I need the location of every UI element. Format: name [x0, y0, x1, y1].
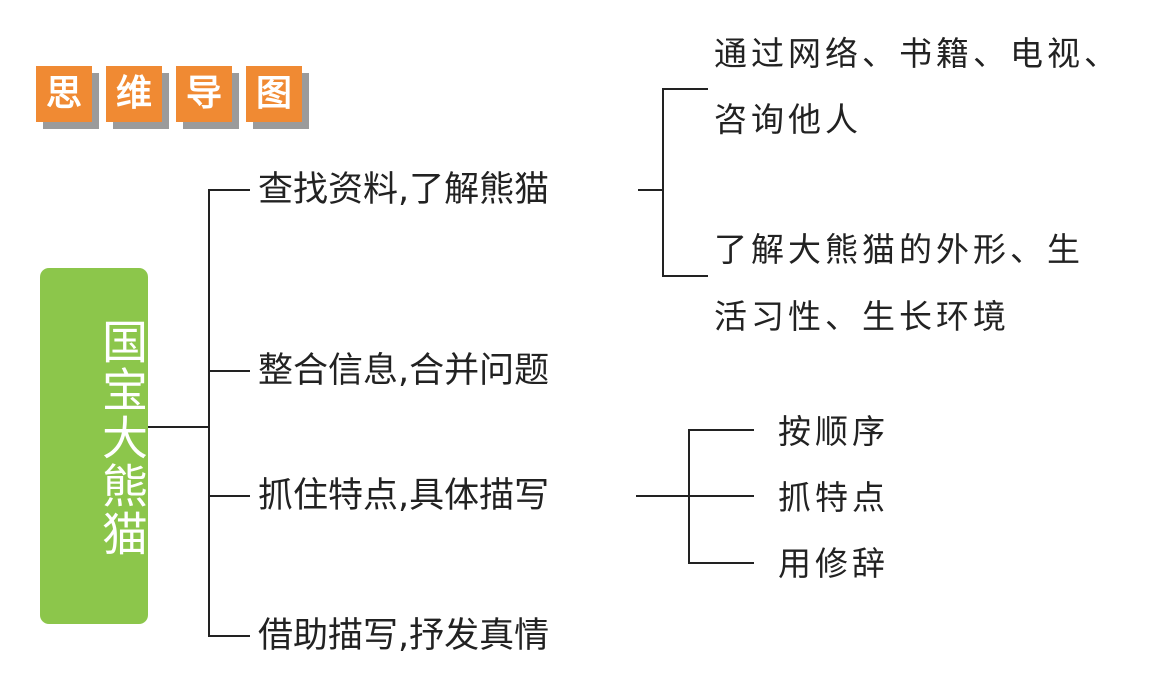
- root-label: 国宝大熊猫: [95, 318, 149, 558]
- branch-3-leaf-3: 用修辞: [778, 544, 889, 583]
- title-tile-3: 导: [176, 66, 232, 122]
- branch-1-leaf-1-line-2: 咨询他人: [714, 100, 862, 139]
- root-node: 国宝大熊猫: [40, 268, 149, 624]
- branch-3-out-connector: [636, 495, 690, 497]
- branch-4-connector: [208, 635, 250, 637]
- title-tile-1: 思: [36, 66, 92, 122]
- branch-1-leaf-2-line-1: 了解大熊猫的外形、生: [714, 230, 1084, 269]
- branch-1-connector: [208, 189, 250, 191]
- branch-1-out-connector: [638, 189, 664, 191]
- branch-2-connector: [208, 370, 250, 372]
- branch-3-label: 抓住特点,具体描写: [258, 476, 550, 516]
- branch-1-label: 查找资料,了解熊猫: [258, 170, 550, 210]
- branch-1-leaf-2-line-2: 活习性、生长环境: [714, 297, 1010, 336]
- branch-3-leaf-1: 按顺序: [778, 412, 889, 451]
- branch-3-sub-3-connector: [688, 562, 754, 564]
- branch-3-sub-1-connector: [688, 429, 754, 431]
- branch-3-connector: [208, 495, 250, 497]
- branch-1-leaf-1-line-1: 通过网络、书籍、电视、: [714, 34, 1121, 73]
- main-spine: [208, 189, 210, 637]
- branch-3-sub-2-connector: [688, 495, 754, 497]
- title-tile-4: 图: [246, 66, 302, 122]
- branch-3-leaf-2: 抓特点: [778, 478, 889, 517]
- branch-1-sub-2-connector: [662, 275, 708, 277]
- title-tile-2: 维: [106, 66, 162, 122]
- branch-1-sub-1-connector: [662, 88, 708, 90]
- branch-4-label: 借助描写,抒发真情: [258, 616, 550, 656]
- branch-2-label: 整合信息,合并问题: [258, 351, 550, 391]
- branch-1-sub-spine: [662, 88, 664, 276]
- root-connector: [148, 426, 210, 428]
